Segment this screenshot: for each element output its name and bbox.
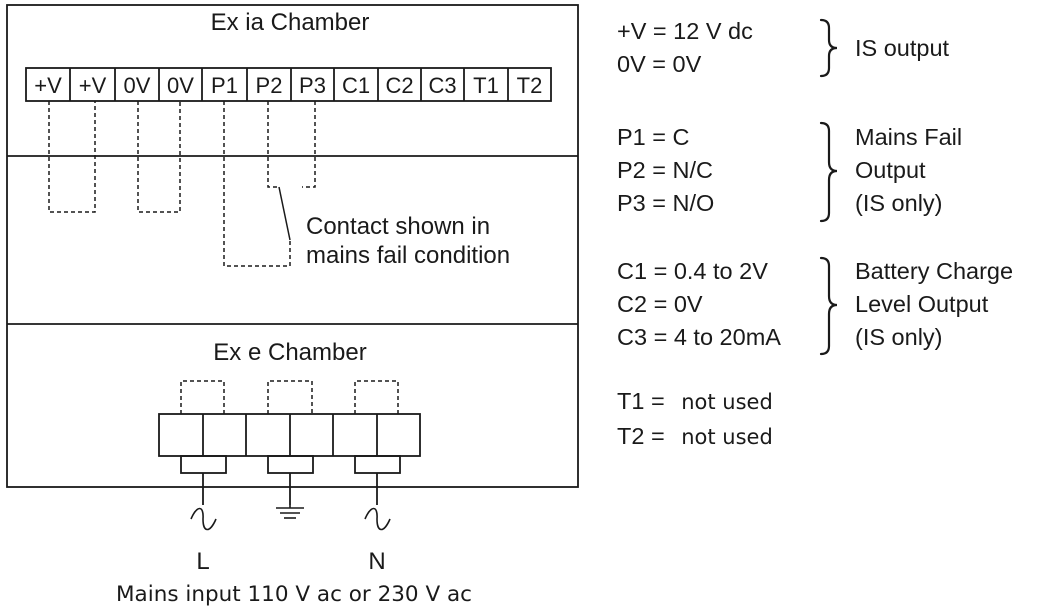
terminal-label-6: P2	[256, 73, 283, 98]
contact-note-line2: mains fail condition	[306, 242, 510, 269]
terminal-label-8: C1	[342, 73, 370, 98]
legend-t1: T1 = not used	[617, 384, 773, 419]
legend-plus-v: +V = 12 V dc	[617, 18, 753, 44]
internal-links	[48, 101, 399, 414]
relay-contact-blade	[278, 186, 291, 241]
brace-battery	[819, 256, 838, 356]
brace-is-output	[819, 18, 838, 78]
mains-l-label: L	[196, 548, 209, 575]
legend-mains-fail-line3: (IS only)	[855, 190, 943, 216]
terminal-strip	[25, 67, 552, 102]
enclosure-outline	[6, 4, 579, 488]
legend-t1-value: not used	[681, 390, 773, 414]
terminal-label-3: 0V	[124, 73, 151, 98]
legend-t2-value: not used	[681, 425, 773, 449]
legend-battery-line1: Battery Charge	[855, 258, 1014, 284]
legend-is-output-label: IS output	[855, 35, 950, 61]
legend-zero-v: 0V = 0V	[617, 51, 702, 77]
mains-link-l	[180, 380, 225, 414]
legend-t1-key: T1 =	[617, 388, 665, 414]
terminal-label-4: 0V	[167, 73, 194, 98]
mains-link-earth	[267, 380, 313, 414]
legend-mains-fail-line2: Output	[855, 157, 926, 183]
mains-terminal-block	[158, 413, 421, 505]
mains-n-label: N	[368, 548, 385, 575]
legend-p2: P2 = N/C	[617, 157, 713, 183]
mains-caption: Mains input 110 V ac or 230 V ac	[116, 582, 472, 607]
legend-c2: C2 = 0V	[617, 291, 703, 317]
ac-tilde-icon	[364, 507, 391, 531]
terminal-label-9: C2	[385, 73, 413, 98]
legend-c3: C3 = 4 to 20mA	[617, 324, 781, 350]
earth-ground-icon	[276, 505, 304, 519]
contact-p3-link	[302, 101, 316, 188]
ex-e-chamber-title: Ex e Chamber	[213, 339, 366, 366]
contact-p2-link	[267, 101, 279, 188]
legend-p1: P1 = C	[617, 124, 690, 150]
legend-c1: C1 = 0.4 to 2V	[617, 258, 768, 284]
contact-note-line1: Contact shown in	[306, 213, 490, 240]
terminal-label-10: C3	[428, 73, 456, 98]
terminal-label-2: +V	[79, 73, 107, 98]
legend-p3: P3 = N/O	[617, 190, 715, 216]
legend-t2: T2 = not used	[617, 419, 773, 454]
brace-mains-fail	[819, 121, 838, 223]
terminal-label-11: T1	[473, 73, 499, 98]
terminal-label-12: T2	[517, 73, 543, 98]
terminal-label-7: P3	[299, 73, 326, 98]
contact-p1-link	[223, 101, 291, 267]
legend-battery-line3: (IS only)	[855, 324, 943, 350]
legend-mains-fail-line1: Mains Fail	[855, 124, 963, 150]
terminal-label-5: P1	[211, 73, 238, 98]
legend-t2-key: T2 =	[617, 423, 665, 449]
terminal-label-1: +V	[34, 73, 62, 98]
legend-battery-line2: Level Output	[855, 291, 989, 317]
mains-link-n	[354, 380, 399, 414]
jumper-plus-v	[48, 101, 96, 213]
ac-tilde-icon	[190, 507, 217, 531]
ex-ia-chamber-title: Ex ia Chamber	[211, 9, 370, 36]
